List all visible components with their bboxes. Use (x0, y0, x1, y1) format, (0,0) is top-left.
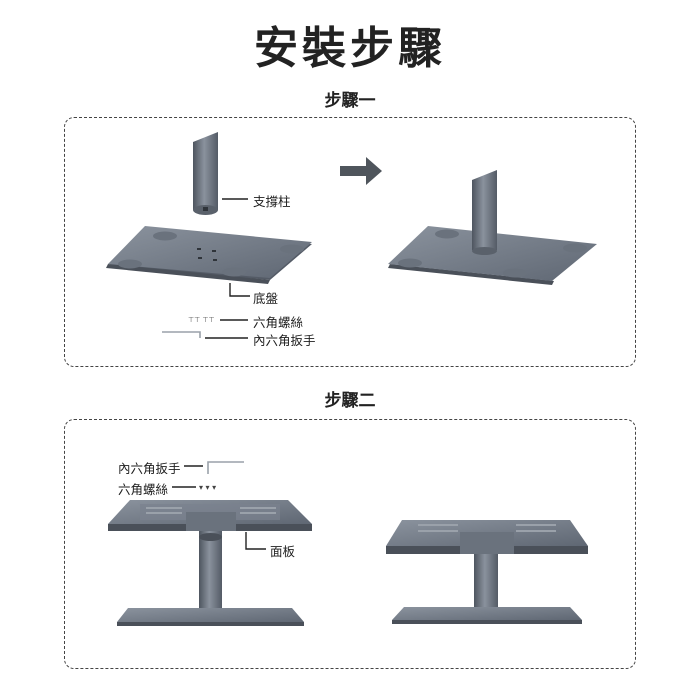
pillar-exploded (193, 132, 218, 215)
screws-icon: ⊤⊤ ⊤⊤ (188, 316, 215, 324)
label-base: 底盤 (253, 291, 279, 306)
step2-panel (64, 419, 636, 669)
label-screws: 六角螺絲 (253, 315, 304, 330)
stand-assembled (386, 520, 588, 624)
pillar-assembled-left (199, 531, 222, 611)
step2-title: 步驟二 (324, 391, 376, 411)
base-plate-left (117, 608, 304, 626)
svg-text:⊤⊤ ⊤⊤: ⊤⊤ ⊤⊤ (188, 316, 215, 324)
arrow-right-icon (340, 157, 382, 185)
step1-panel (64, 117, 636, 367)
label-panel: 面板 (270, 544, 296, 559)
hex-wrench-icon-2 (207, 461, 244, 474)
svg-text:▾ ▾ ▾: ▾ ▾ ▾ (199, 483, 216, 492)
top-panel (108, 500, 312, 531)
base-with-pillar (388, 170, 597, 285)
hex-wrench-icon (162, 331, 201, 338)
base-plate-exploded (106, 226, 312, 284)
page-title: 安裝步驟 (254, 23, 446, 74)
label-wrench-2: 內六角扳手 (118, 461, 181, 476)
step1-title: 步驟一 (324, 91, 376, 111)
screws-icon-2: ▾ ▾ ▾ (199, 483, 216, 492)
label-wrench: 內六角扳手 (253, 333, 316, 348)
label-pillar: 支撐柱 (253, 194, 291, 209)
label-screws-2: 六角螺絲 (118, 482, 169, 497)
